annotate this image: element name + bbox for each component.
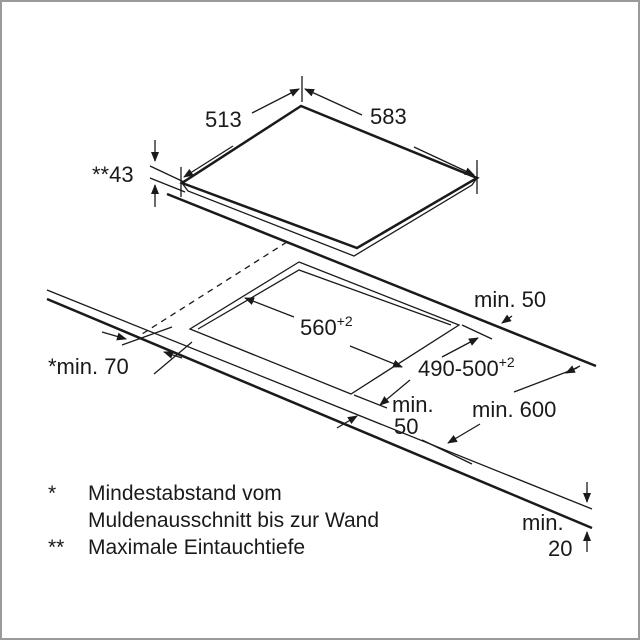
counter-back-line — [166, 192, 597, 368]
dim-front-clearance-value: 50 — [394, 414, 418, 439]
dim-cutout-width: 560+2 — [300, 313, 353, 340]
hob-edge — [181, 177, 478, 257]
footnote-text: Mindestabstand vom — [88, 482, 282, 505]
counter-front-line — [46, 297, 593, 530]
dim-rear-clearance: min. 50 — [474, 287, 546, 312]
dim-counter-thickness-label: min. — [522, 510, 564, 535]
footnote-mark: ** — [48, 536, 65, 559]
dim-hob-depth: 513 — [205, 107, 242, 132]
dim-hob-width: 583 — [370, 104, 407, 129]
dim-front-clearance-label: min. — [392, 392, 434, 417]
dim-cutout-depth: 490-500+2 — [418, 354, 515, 381]
footnote-text: Muldenausschnitt bis zur Wand — [88, 509, 380, 532]
dim-side-clearance: *min. 70 — [48, 354, 129, 379]
footnote-1: * Mindestabstand vom — [48, 480, 379, 507]
footnotes: * Mindestabstand vom Muldenausschnitt bi… — [48, 480, 379, 561]
dim-counter-depth: min. 600 — [472, 397, 556, 422]
hob-top — [179, 104, 480, 250]
footnote-2: ** Maximale Eintauchtiefe — [48, 534, 379, 561]
dim-hob-height: **43 — [92, 162, 134, 187]
footnote-mark: * — [48, 482, 57, 505]
dim-counter-thickness-value: 20 — [548, 536, 572, 561]
cutout — [188, 261, 461, 395]
footnote-1-cont: Muldenausschnitt bis zur Wand — [48, 507, 379, 534]
footnote-text: Maximale Eintauchtiefe — [88, 536, 306, 559]
